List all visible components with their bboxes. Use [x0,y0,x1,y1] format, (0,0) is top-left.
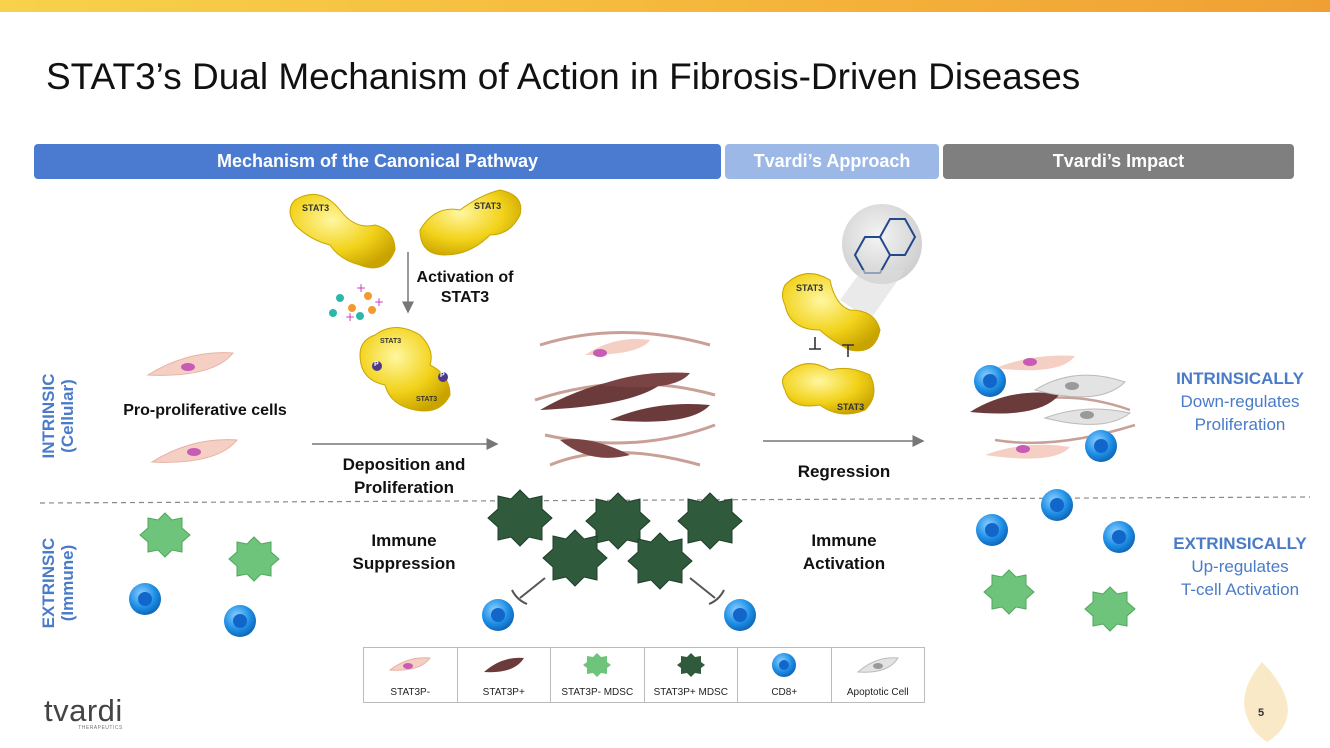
header-mechanism: Mechanism of the Canonical Pathway [34,144,721,179]
legend-label: STAT3P+ [482,687,525,698]
fibrotic-cell-cluster [534,331,716,467]
extrinsic-impact-text: EXTRINSICALLY Up-regulates T-cell Activa… [1173,534,1307,599]
mdsc-light-cells [139,512,1136,632]
flame-watermark [1244,662,1288,742]
legend-item-mdsc-neg: STAT3P- MDSC [551,648,645,702]
legend-item-cd8: CD8+ [738,648,832,702]
inhibition-symbol-left [809,337,821,350]
slide-title: STAT3’s Dual Mechanism of Action in Fibr… [46,56,1081,97]
stat3-label-6: STAT3 [837,402,865,412]
stat3-inhibited-bottom [782,363,875,415]
pale-cell-icon [388,657,432,671]
pro-proliferative-cell-bottom [150,439,238,463]
header-impact: Tvardi’s Impact [943,144,1294,179]
legend-label: Apoptotic Cell [846,687,909,698]
legend-item-stat3p-pos: STAT3P+ [458,648,551,702]
stat3-label-1: STAT3 [302,203,330,213]
mdsc-dark-cells [487,489,743,590]
stat3-label-5: STAT3 [796,283,824,293]
stat3-dimer-phosphorylated [359,327,451,412]
cd8-tcell-cells [129,365,1135,637]
pro-proliferative-label: Pro-proliferative cells [123,402,287,419]
logo-wordmark: tvardi [44,693,123,728]
legend-label: STAT3P+ MDSC [653,687,728,698]
phospho-label-1: P [374,361,379,368]
svg-text:+: + [374,295,384,309]
svg-text:+: + [345,310,355,324]
impact-cell-cluster [970,355,1136,459]
stat3-label-3: STAT3 [380,338,402,345]
phospho-label-2: P [440,372,445,379]
top-accent-bar [0,0,1330,12]
inhibition-symbol-right [842,344,854,357]
apoptotic-cell-icon [856,657,899,673]
stat3-inhibited-top [782,273,881,352]
legend-label: STAT3P- [390,687,431,698]
stat3-monomer-left [289,193,396,269]
pro-proliferative-cell-top [146,352,234,376]
suppression-link-right [689,577,725,605]
legend: STAT3P- STAT3P+ STAT3P- MDSC STAT3P+ MDS… [363,647,925,703]
legend-item-mdsc-pos: STAT3P+ MDSC [645,648,738,702]
page-number: 5 [1258,707,1265,719]
header-approach: Tvardi’s Approach [725,144,939,179]
stat3-label-2: STAT3 [474,201,502,211]
stat3-label-4: STAT3 [416,396,438,403]
legend-item-stat3p-neg: STAT3P- [364,648,458,702]
logo-subtitle: THERAPEUTICS [78,725,123,731]
stat3-monomer-right [419,189,522,256]
intrinsic-impact-text: INTRINSICALLY Down-regulates Proliferati… [1176,369,1304,434]
tcell-icon [772,653,797,677]
dark-cell-icon [483,657,524,673]
suppression-link-left [511,577,546,605]
regression-label: Regression [797,462,891,481]
cytokine-dots: + + + [329,281,384,324]
legend-item-apoptotic: Apoptotic Cell [832,648,925,702]
legend-label: CD8+ [771,687,798,698]
tvardi-logo: tvardi THERAPEUTICS [44,693,123,731]
light-mdsc-icon [583,653,612,677]
section-divider [39,496,1311,504]
legend-label: STAT3P- MDSC [561,687,634,698]
dark-mdsc-icon [676,653,705,677]
svg-text:+: + [356,281,366,295]
small-molecule-inhibitor [840,204,922,320]
